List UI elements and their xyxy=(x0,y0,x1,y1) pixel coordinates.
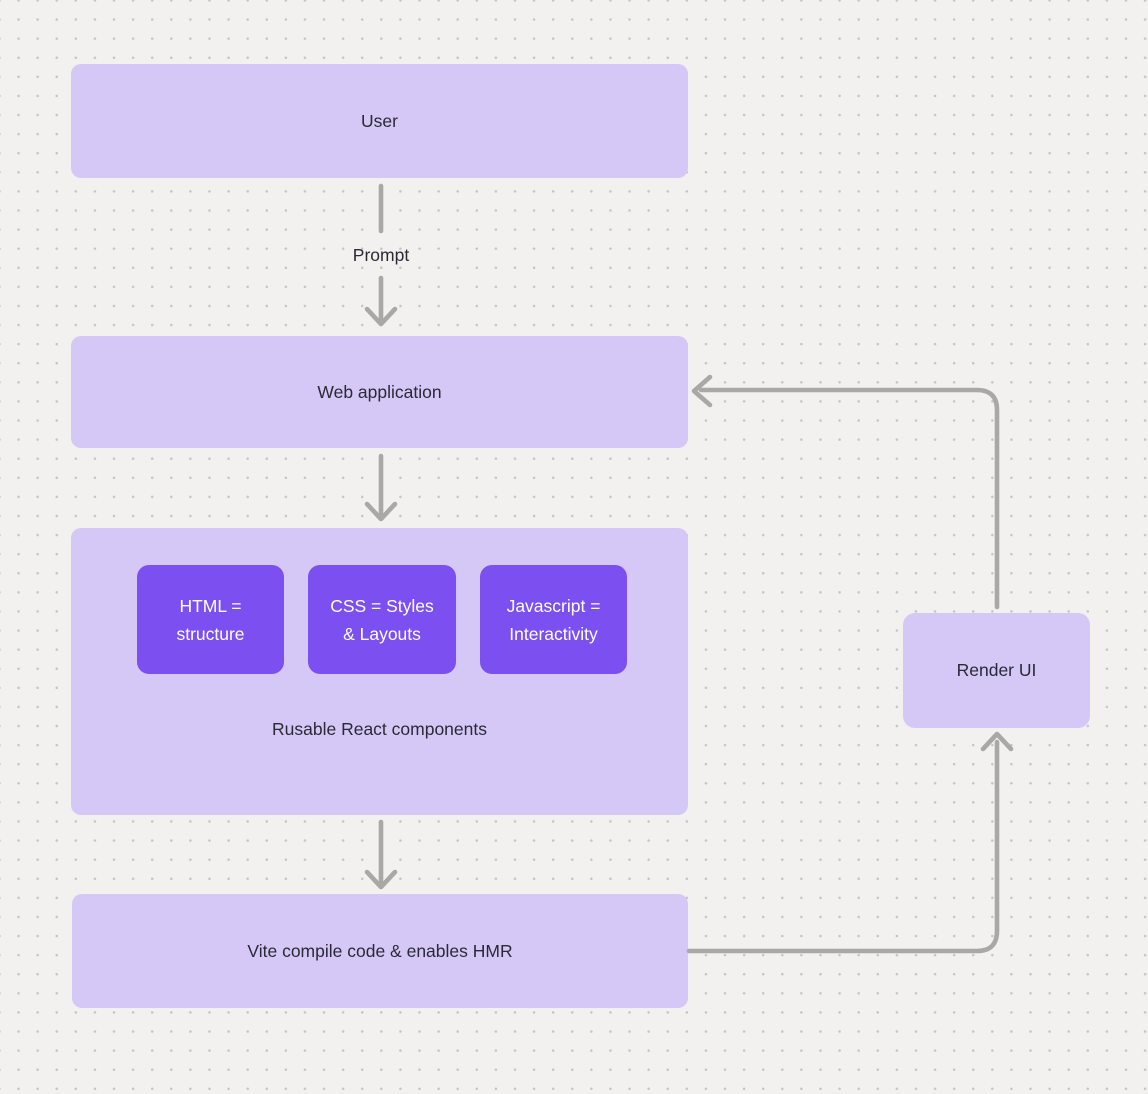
node-components-group: HTML = structure CSS = Styles & Layouts … xyxy=(71,528,688,815)
node-html-label-line1: HTML = xyxy=(179,595,242,616)
node-vite-label: Vite compile code & enables HMR xyxy=(247,940,513,961)
arrow-vite-to-renderui xyxy=(686,731,1014,954)
node-css-label-line1: CSS = Styles xyxy=(330,595,434,616)
node-javascript-label-line2: Interactivity xyxy=(509,623,598,644)
node-web-application: Web application xyxy=(71,336,688,448)
node-web-application-label: Web application xyxy=(317,381,442,402)
node-css: CSS = Styles & Layouts xyxy=(308,565,456,674)
node-javascript: Javascript = Interactivity xyxy=(480,565,627,674)
node-vite: Vite compile code & enables HMR xyxy=(72,894,688,1008)
node-render-ui-label: Render UI xyxy=(956,660,1037,681)
node-render-ui: Render UI xyxy=(903,613,1090,728)
node-html: HTML = structure xyxy=(137,565,284,674)
edge-prompt-label: Prompt xyxy=(352,245,410,265)
node-user: User xyxy=(71,64,688,178)
node-user-label: User xyxy=(361,110,398,131)
arrow-renderui-to-webapp xyxy=(691,374,1000,610)
node-html-label-line2: structure xyxy=(176,623,245,644)
arrow-components-to-vite xyxy=(364,819,398,890)
arrow-webapp-to-components xyxy=(364,453,398,522)
components-group-label: Rusable React components xyxy=(272,719,487,739)
node-javascript-label-line1: Javascript = xyxy=(506,595,601,616)
node-css-label-line2: & Layouts xyxy=(343,623,421,644)
